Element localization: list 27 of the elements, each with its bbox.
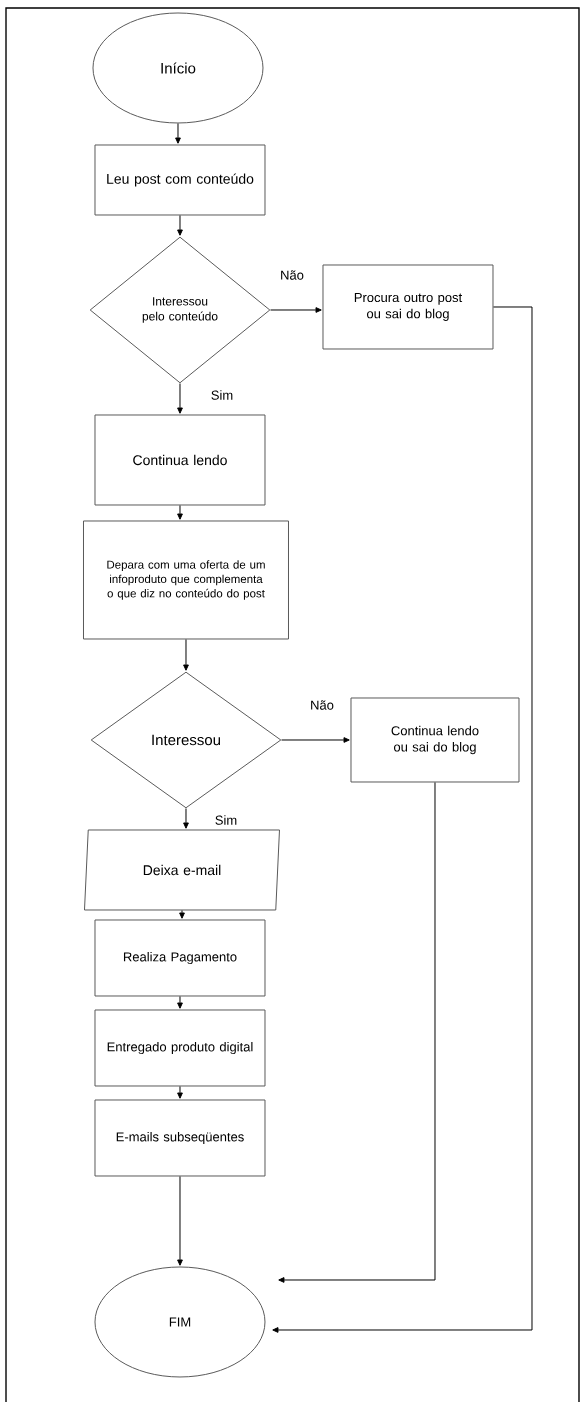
- process-box: Continua lendo: [94, 414, 266, 506]
- arrow: [183, 639, 189, 671]
- process-box: Leu post com conteúdo: [94, 144, 266, 216]
- edge-label: Sim: [209, 389, 235, 401]
- arrow: [177, 383, 183, 414]
- arrow: [177, 1086, 183, 1099]
- connector-arrow: [278, 782, 436, 1283]
- arrow: [183, 808, 189, 829]
- arrow: [177, 996, 183, 1009]
- edge-label: Sim: [213, 814, 239, 826]
- process-box: Continua lendo ou sai do blog: [350, 697, 520, 783]
- process-box: E-mails subseqüentes: [94, 1099, 266, 1177]
- process-box: Depara com uma oferta de um infoproduto que complementa o que diz no conteúdo do post: [83, 520, 289, 640]
- connector-arrow: [272, 306, 533, 1333]
- edge-label: Não: [279, 269, 305, 281]
- edge-label: Não: [309, 699, 335, 711]
- arrow: [179, 910, 185, 919]
- arrow: [175, 123, 181, 144]
- process-box: Realiza Pagamento: [94, 919, 266, 997]
- arrow: [281, 737, 350, 743]
- input-parallelogram: Deixa e-mail: [84, 829, 280, 911]
- arrow: [177, 215, 183, 236]
- process-box: Procura outro post ou sai do blog: [322, 264, 494, 350]
- arrow: [270, 307, 322, 313]
- arrow: [177, 505, 183, 520]
- process-box: Entregado produto digital: [94, 1009, 266, 1087]
- arrow: [177, 1176, 183, 1266]
